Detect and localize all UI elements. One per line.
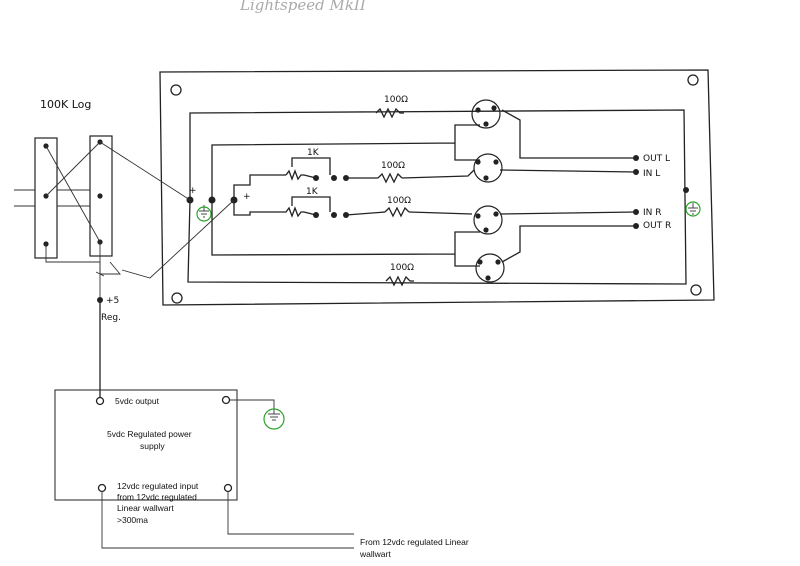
trimmer-upper-bypass	[291, 157, 331, 175]
terminal-out-r	[633, 223, 639, 229]
ground-bus-outer	[187, 109, 687, 285]
resistor-label: 100Ω	[384, 95, 408, 105]
ground-marker-circle	[196, 206, 212, 222]
mounting-hole	[690, 284, 702, 296]
pot-100k-log	[14, 135, 113, 259]
wire-input-return	[227, 491, 354, 535]
wire-out-r	[501, 225, 636, 263]
trimmer-upper	[285, 169, 304, 181]
wire-out-l	[501, 109, 636, 159]
pot-label: 100K Log	[40, 98, 91, 111]
resistor-100-upper-inner	[377, 172, 403, 184]
terminal-in-r	[633, 209, 639, 215]
psu-input-return-terminal	[223, 483, 233, 493]
ground-marker-circle	[685, 201, 701, 217]
jack-out-r	[475, 253, 505, 283]
ground-symbol-psu	[263, 408, 285, 430]
psu-output-label: 5vdc output	[115, 396, 160, 406]
trimmer-label-lower: 1K	[306, 187, 319, 197]
terminal-out-l	[633, 155, 639, 161]
wire-pot-ground	[99, 141, 191, 201]
psu-input-line2: from 12vdc regulated	[117, 492, 197, 502]
jack-out-l	[473, 153, 503, 183]
psu-name-line2: supply	[140, 441, 165, 451]
terminal-label-out-l: OUT L	[643, 154, 670, 164]
regulator-label-line1: +5	[106, 296, 119, 306]
psu-output-terminal	[95, 396, 105, 406]
terminal-in-l	[633, 169, 639, 175]
mounting-hole	[170, 84, 182, 96]
trimmer-lower-bypass	[291, 196, 331, 212]
plus-label-right: +	[243, 192, 251, 202]
resistor-label: 100Ω	[381, 161, 405, 171]
terminal-label-in-l: IN L	[643, 169, 660, 179]
psu-input-line4: >300ma	[117, 515, 148, 525]
wire-in-l	[499, 169, 637, 173]
plus-label-left: +	[189, 186, 197, 196]
ground-marker-circle	[263, 408, 285, 430]
supply-junction	[208, 196, 216, 204]
trimmer-lower	[283, 206, 304, 218]
resistor-100-top	[375, 107, 404, 119]
trimmer-label-upper: 1K	[307, 148, 320, 158]
resistor-label: 100Ω	[390, 263, 414, 273]
mounting-hole	[687, 74, 699, 86]
wire-in-r	[499, 211, 637, 215]
mounting-hole	[171, 292, 183, 304]
psu-input-line3: Linear wallwart	[117, 503, 174, 513]
board-outline	[159, 69, 715, 306]
node	[331, 212, 337, 218]
ldr-feed	[233, 174, 283, 216]
source-label-line1: From 12vdc regulated Linear	[360, 537, 469, 547]
resistor-100-bottom	[385, 275, 414, 287]
resistor-100-lower-inner	[384, 206, 410, 218]
psu-name-line1: 5vdc Regulated power	[107, 429, 192, 439]
wire-pot-bottom	[45, 242, 101, 263]
supply-bus-upper	[211, 124, 480, 200]
pot-deck-right	[89, 135, 113, 257]
jack-in-r	[473, 205, 503, 235]
enclosure-board	[159, 69, 715, 306]
terminal-label-in-r: IN R	[643, 208, 662, 218]
source-label-line2: wallwart	[359, 549, 391, 559]
psu-ground-terminal	[221, 395, 231, 405]
wire-pot-signal	[121, 199, 235, 279]
wire-input-positive	[101, 491, 354, 549]
supply-bus-lower	[211, 200, 480, 267]
diagram-title: Lightspeed MkII	[239, 0, 367, 14]
terminal-label-out-r: OUT R	[643, 221, 671, 231]
ground-symbol-left	[196, 205, 212, 222]
jack-top	[471, 99, 501, 129]
ground-symbol-right	[685, 201, 701, 217]
psu-input-terminal	[97, 483, 107, 493]
resistor-label: 100Ω	[387, 196, 411, 206]
node	[331, 175, 337, 181]
psu-input-line1: 12vdc regulated input	[117, 481, 199, 491]
ground-junction-right	[683, 187, 689, 193]
power-supply-box	[54, 389, 238, 501]
regulator-label-line2: Reg.	[101, 313, 121, 323]
